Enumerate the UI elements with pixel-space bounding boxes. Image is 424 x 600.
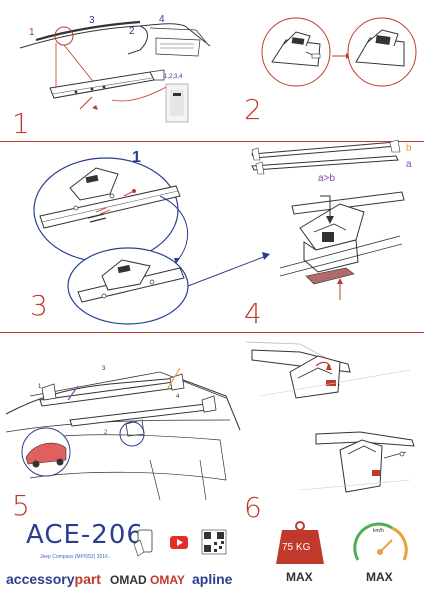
step-number-1: 1 [12,107,30,140]
step1-callout-2: 2 [129,26,135,37]
step5-callout-2: 2 [104,430,108,436]
product-subtitle: Jeep Compass (MP/552) 2016- [40,554,110,560]
step1-part-codes: 1,2,3,4 [164,74,183,80]
step-number-6: 6 [244,491,262,524]
step1-callout-1: 1 [29,27,35,38]
weight-capacity-value: 75 KG [282,542,311,553]
phone-hand-icon [133,529,153,557]
step4-label-a: a [406,159,412,170]
youtube-icon[interactable] [170,536,188,549]
step-number-3: 3 [30,289,48,322]
step5-callout-4: 4 [176,394,180,400]
qr-code-icon[interactable] [201,529,227,555]
step1-callout-3: 3 [89,15,95,26]
step4-label-a-gt-b: a>b [318,173,335,184]
step5-callout-3: 3 [102,366,106,372]
step5-callout-1: 1 [38,384,42,390]
speed-unit: km/h [373,528,384,534]
divider-top [0,141,424,142]
divider-middle [0,332,424,333]
brand-omad: OMAD [110,573,147,587]
step-number-5: 5 [12,489,30,522]
step1-callout-4: 4 [159,14,165,25]
brand-apline: apline [192,571,233,587]
speed-max-label: MAX [366,570,393,584]
brand-accessorypart-suffix: part [74,571,101,587]
brand-accessorypart: accessorypart [6,572,101,586]
brand-accessorypart-main: accessory [6,571,75,587]
step-number-4: 4 [244,297,262,330]
weight-max-label: MAX [286,570,313,584]
product-model: ACE-206 [26,520,144,550]
step4-label-b: b [406,143,412,154]
step3-callout-1: 1 [132,149,141,166]
brand-omay: OMAY [150,573,185,587]
step-number-2: 2 [244,93,262,126]
